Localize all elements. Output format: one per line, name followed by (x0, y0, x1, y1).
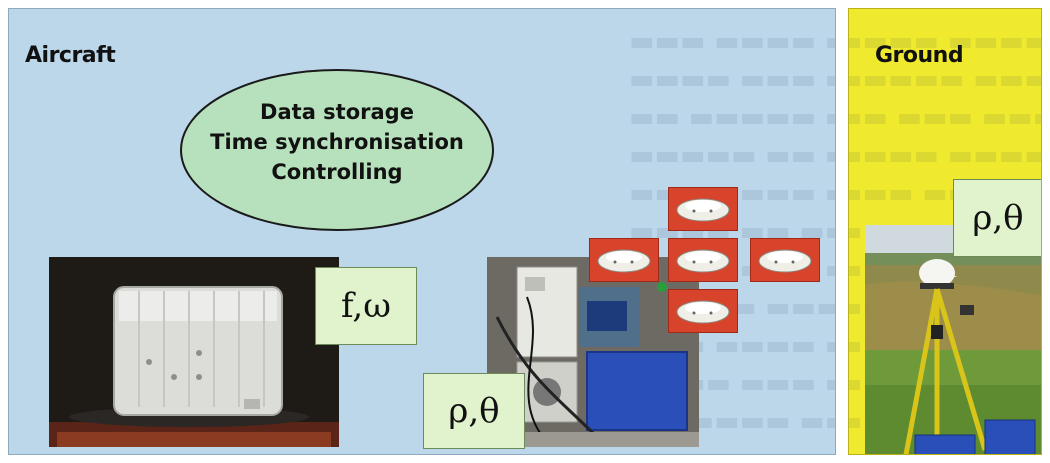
sensor-tile (668, 238, 738, 282)
ground-station-photo (865, 225, 1041, 454)
gps-label-aircraft: ρ,θ (423, 373, 525, 449)
ellipse-line-control: Controlling (271, 160, 403, 184)
imu-unit-icon (49, 286, 339, 447)
ground-title: Ground (875, 43, 964, 68)
gps-antenna-icon (758, 249, 812, 273)
processing-ellipse (180, 69, 494, 231)
gps-antenna-icon (676, 249, 730, 273)
imu-label: f,ω (315, 267, 417, 345)
ellipse-text: Data storage Time synchronisation Contro… (177, 97, 497, 187)
sensor-tile (668, 187, 738, 231)
ground-panel: ▬▬▬▬ ▬▬▬▬ ▬▬▬▬▬ ▬▬▬ ▬▬ ▬▬▬ ▬▬▬ ▬▬▬▬ ▬▬▬▬… (848, 8, 1042, 455)
ellipse-line-sync: Time synchronisation (210, 130, 464, 154)
gps-label-ground: ρ,θ (953, 179, 1041, 257)
sensor-tile (668, 289, 738, 333)
sensor-tile (589, 238, 659, 282)
aircraft-title: Aircraft (25, 43, 116, 68)
sensor-tile (750, 238, 820, 282)
gps-antenna-icon (597, 249, 651, 273)
imu-unit-photo (49, 257, 339, 447)
ellipse-line-storage: Data storage (260, 100, 414, 124)
gps-antenna-icon (676, 198, 730, 222)
aircraft-panel: ▬▬▬ ▬▬▬▬ ▬▬ ▬▬▬ ▬▬▬▬ ▬▬▬ ▬▬▬▬▬ ▬▬ ▬▬▬▬▬ … (8, 8, 836, 455)
ground-station-icon (865, 225, 1041, 454)
gps-antenna-icon (676, 300, 730, 324)
